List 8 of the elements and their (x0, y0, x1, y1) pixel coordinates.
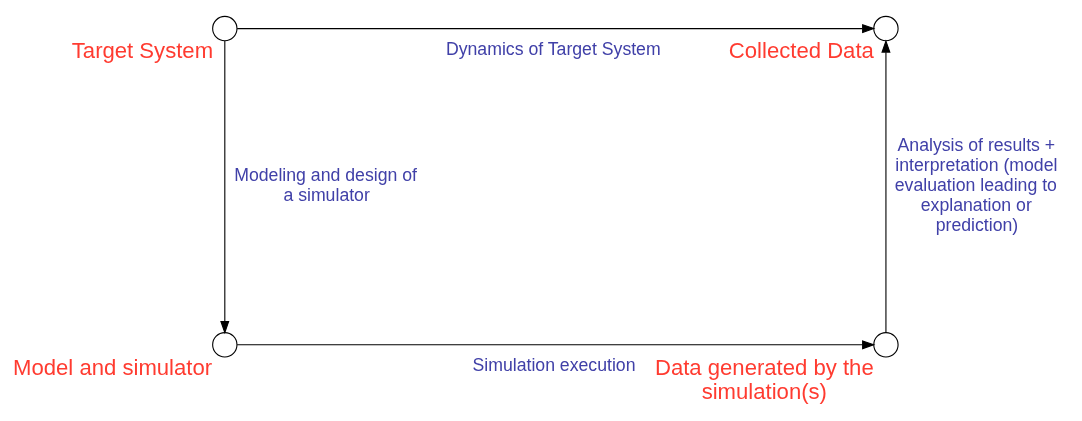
node-label: Data generated by the simulation(s) (654, 354, 874, 404)
edge-label: Analysis of results + interpretation (model evaluation leading to explanation or prediction) (894, 134, 1058, 235)
edge-label: Modeling and design of a simulator (234, 164, 417, 205)
edge-label: Dynamics of Target System (445, 38, 661, 59)
node-label: Collected Data (728, 37, 874, 63)
edge-label: Simulation execution (472, 354, 636, 375)
node-label: Target System (71, 37, 214, 63)
node-label: Model and simulator (13, 354, 213, 380)
